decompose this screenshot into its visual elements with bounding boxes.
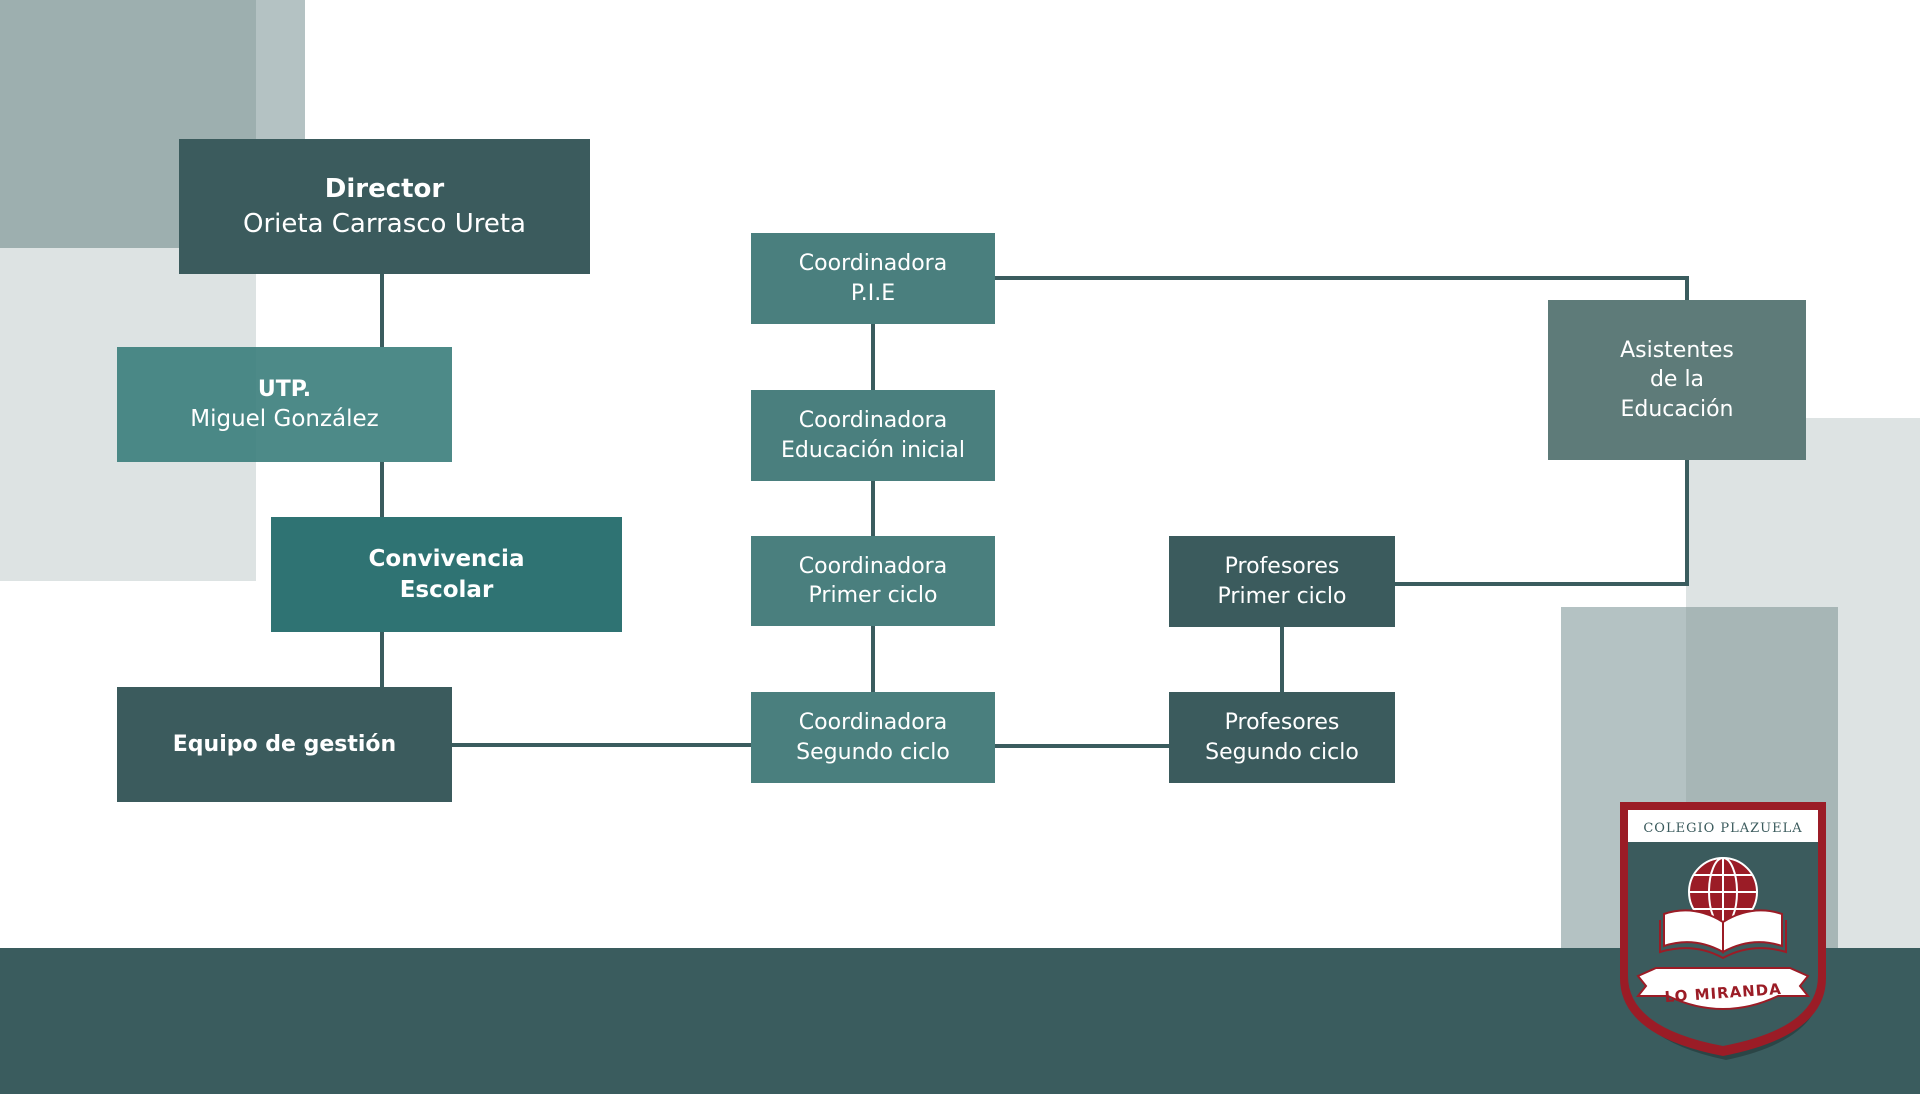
node-coord-segundo: Coordinadora Segundo ciclo [751, 692, 995, 783]
node-coord-inicial: Coordinadora Educación inicial [751, 390, 995, 481]
node-utp-name: Miguel González [190, 405, 379, 432]
node-asistentes-line1: Asistentes [1620, 338, 1734, 364]
node-convivencia-line2: Escolar [399, 576, 494, 603]
connector-pie-asistentes [995, 276, 1689, 300]
node-prof-segundo-line2: Segundo ciclo [1205, 739, 1359, 765]
globe-icon [1688, 857, 1758, 927]
node-coord-inicial-line2: Educación inicial [781, 437, 965, 463]
school-crest-logo: COLEGIO PLAZUELA LO MIRANDA [1620, 802, 1826, 1060]
node-coord-segundo-line2: Segundo ciclo [796, 739, 950, 765]
node-utp: UTP. Miguel González [117, 347, 452, 462]
node-prof-segundo-line1: Profesores [1224, 710, 1340, 736]
node-asistentes-line3: Educación [1620, 396, 1734, 422]
node-convivencia-line1: Convivencia [368, 546, 525, 573]
node-prof-primer-line2: Primer ciclo [1217, 583, 1347, 609]
bottom-band [0, 948, 1920, 1094]
node-director-title: Director [324, 174, 445, 205]
node-coord-segundo-line1: Coordinadora [798, 710, 948, 736]
crest-top-banner [1628, 810, 1818, 842]
connector-asistentes-prof-primer [1395, 460, 1689, 586]
node-coord-pie-line2: P.I.E [850, 280, 896, 306]
node-equipo-gestion-label: Equipo de gestión [172, 731, 397, 757]
node-coord-pie-line1: Coordinadora [798, 251, 948, 277]
node-prof-segundo: Profesores Segundo ciclo [1169, 692, 1395, 783]
open-book-icon [1659, 909, 1787, 960]
node-coord-inicial-line1: Coordinadora [798, 408, 948, 434]
node-asistentes-line2: de la [1649, 367, 1705, 393]
crest-bottom-ribbon [1635, 967, 1811, 1010]
node-coord-pie: Coordinadora P.I.E [751, 233, 995, 324]
node-prof-primer: Profesores Primer ciclo [1169, 536, 1395, 627]
node-coord-primer-line1: Coordinadora [798, 553, 948, 579]
node-equipo-gestion: Equipo de gestión [117, 687, 452, 802]
node-convivencia: Convivencia Escolar [271, 517, 622, 632]
crest-top-text: COLEGIO PLAZUELA [1643, 821, 1802, 836]
node-asistentes: Asistentes de la Educación [1548, 300, 1806, 460]
node-director: Director Orieta Carrasco Ureta [179, 139, 590, 274]
node-utp-title: UTP. [257, 376, 312, 402]
node-director-name: Orieta Carrasco Ureta [243, 208, 526, 239]
node-coord-primer: Coordinadora Primer ciclo [751, 536, 995, 626]
node-prof-primer-line1: Profesores [1224, 554, 1340, 580]
node-coord-primer-line2: Primer ciclo [808, 583, 938, 608]
